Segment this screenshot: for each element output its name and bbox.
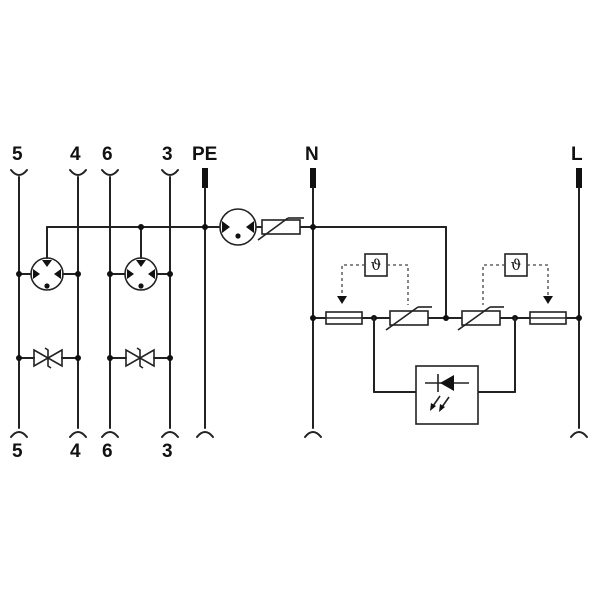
top-terminal-label-3: 3 [162, 144, 173, 165]
bottom-terminal-label-3: 3 [162, 441, 173, 462]
l-wire [570, 168, 588, 438]
thermal-fuse-n [325, 311, 363, 325]
lower-network [310, 315, 582, 393]
tvs-diode-6-3 [107, 347, 173, 369]
top-terminal-label-4: 4 [70, 144, 81, 165]
gas-discharge-tube-5-4 [16, 257, 81, 291]
top-terminal-label-l: L [571, 144, 583, 165]
gas-discharge-tube-pe [219, 208, 257, 246]
common-bus [46, 224, 447, 319]
thermal-fuse-l [529, 311, 567, 325]
bottom-terminal-label-6: 6 [102, 441, 113, 462]
signal-wires [10, 169, 179, 438]
varistor-right [457, 306, 504, 331]
bottom-terminal-label-5: 5 [12, 441, 23, 462]
top-terminal-label-n: N [305, 144, 319, 165]
varistor-bus [257, 217, 304, 241]
varistor-left [385, 306, 432, 331]
bottom-terminal-label-4: 4 [70, 441, 81, 462]
thermal-monitor-right [482, 253, 553, 305]
status-led-indicator [415, 365, 479, 425]
thermal-symbol-right: ϑ [511, 256, 522, 274]
tvs-diode-5-4 [16, 347, 81, 369]
thermal-monitor-left [337, 253, 409, 305]
top-terminal-label-6: 6 [102, 144, 113, 165]
n-wire [304, 168, 322, 438]
top-terminal-label-pe: PE [192, 144, 217, 165]
top-terminal-label-5: 5 [12, 144, 23, 165]
pe-wire [196, 168, 214, 438]
gas-discharge-tube-6-3 [107, 257, 173, 291]
thermal-symbol-left: ϑ [371, 256, 382, 274]
